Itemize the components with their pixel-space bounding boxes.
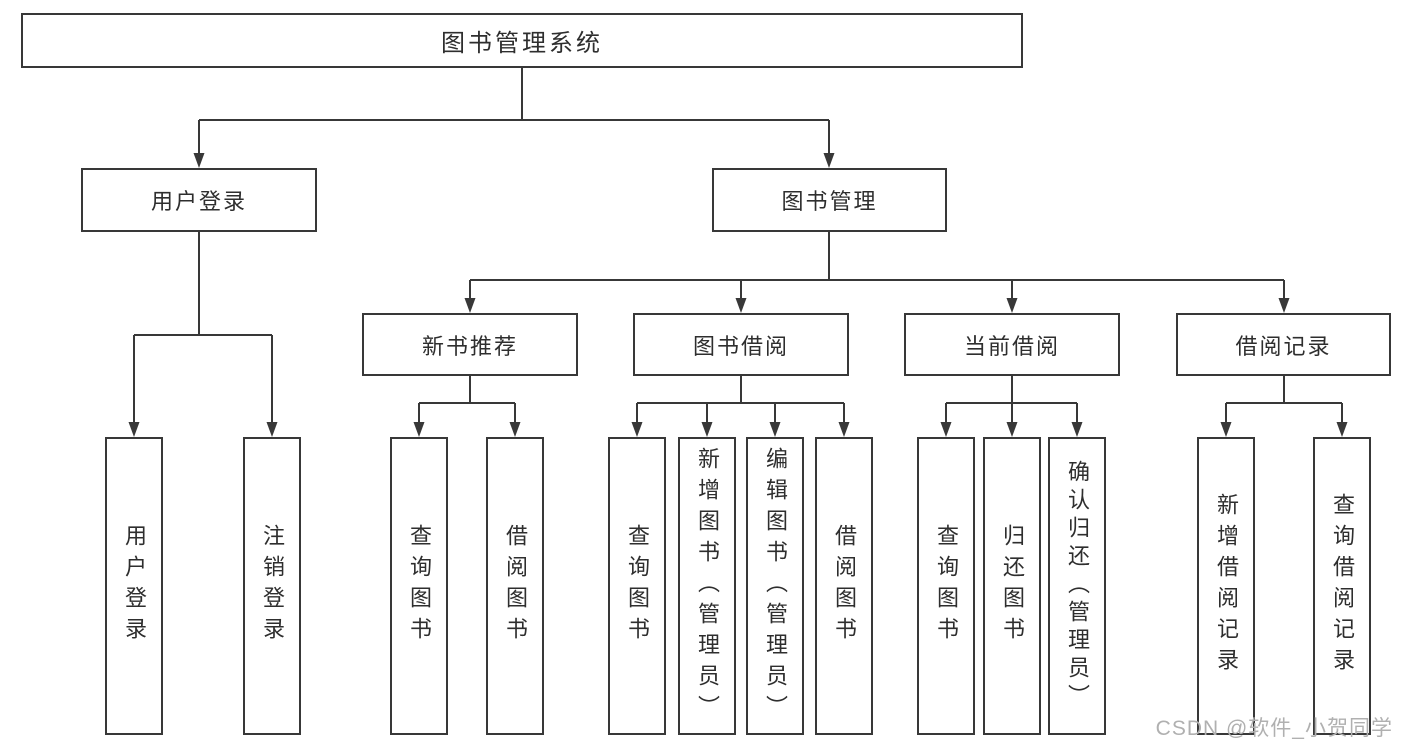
leaf-borrow-books-recommend: 借阅图书 (486, 437, 544, 735)
node-user-login: 用户登录 (81, 168, 317, 232)
node-current-borrowing: 当前借阅 (904, 313, 1120, 376)
leaf-user-login: 用户登录 (105, 437, 163, 735)
leaf-confirm-return-admin: 确认归还（管理员） (1048, 437, 1106, 735)
leaf-borrow-books-borrowing: 借阅图书 (815, 437, 873, 735)
node-book-management: 图书管理 (712, 168, 947, 232)
leaf-query-books-borrowing: 查询图书 (608, 437, 666, 735)
leaf-add-books-admin: 新增图书（管理员） (678, 437, 736, 735)
leaf-add-borrow-record: 新增借阅记录 (1197, 437, 1255, 735)
node-new-book-recommendation: 新书推荐 (362, 313, 578, 376)
leaf-query-books-current: 查询图书 (917, 437, 975, 735)
node-library-management-system: 图书管理系统 (21, 13, 1023, 68)
leaf-return-books: 归还图书 (983, 437, 1041, 735)
leaf-logout-login: 注销登录 (243, 437, 301, 735)
node-borrowing-records: 借阅记录 (1176, 313, 1391, 376)
csdn-watermark: CSDN @软件_小贺同学 (1155, 717, 1393, 740)
arrowheads (128, 153, 1348, 437)
leaf-query-books-recommend: 查询图书 (390, 437, 448, 735)
leaf-query-borrow-record: 查询借阅记录 (1313, 437, 1371, 735)
node-book-borrowing: 图书借阅 (633, 313, 849, 376)
leaf-edit-books-admin: 编辑图书（管理员） (746, 437, 804, 735)
